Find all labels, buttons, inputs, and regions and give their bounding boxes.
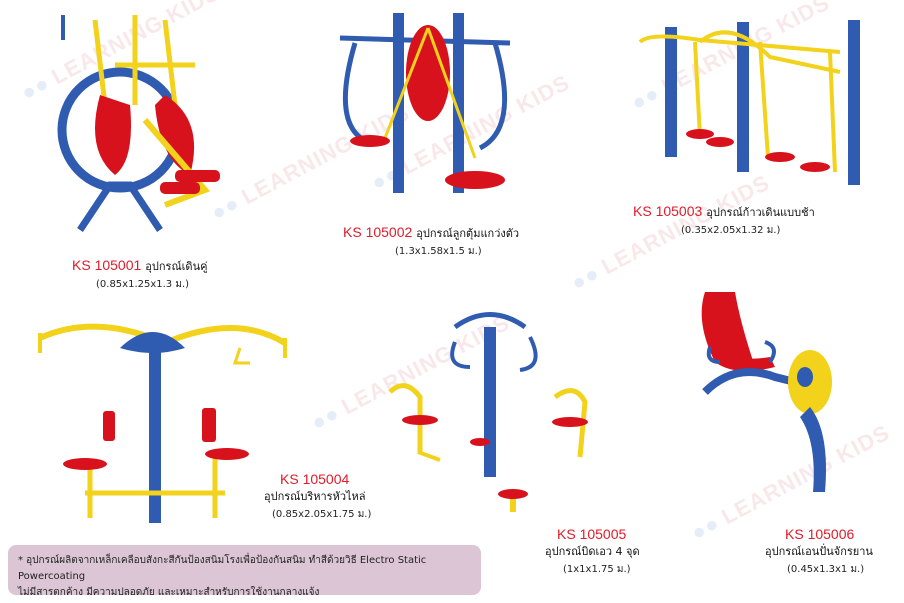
- product-size: (1x1x1.75 ม.): [563, 564, 631, 575]
- material-note: * อุปกรณ์ผลิตจากเหล็กเคลือบสังกะสีกันป้อ…: [8, 545, 481, 598]
- product-code: KS 105002: [343, 224, 413, 240]
- product-name: อุปกรณ์บริหารหัวไหล่: [264, 490, 366, 503]
- pendulum-swing-image: [339, 13, 511, 193]
- product-name: อุปกรณ์บิดเอว 4 จุด: [545, 545, 640, 558]
- product-code: KS 105001: [72, 257, 142, 273]
- recumbent-cycle-image: [701, 292, 832, 492]
- double-walker-image: [57, 15, 220, 232]
- waist-twister-image: [388, 312, 588, 512]
- product-name: อุปกรณ์ลูกตุ้มแกว่งตัว: [416, 227, 520, 240]
- product-size: (1.3x1.58x1.5 ม.): [395, 246, 482, 257]
- slow-walker-image: [638, 20, 860, 185]
- product-name: อุปกรณ์ก้าวเดินแบบช้า: [706, 206, 815, 219]
- caption-ks105006: KS 105006 อุปกรณ์เอนปั่นจักรยาน (0.45x1.…: [765, 526, 873, 577]
- note-line-2: ไม่มีสารตกค้าง มีความปลอดภัย และเหมาะสำห…: [18, 587, 320, 598]
- product-size: (0.45x1.3x1 ม.): [787, 564, 865, 575]
- product-code: KS 105005: [557, 526, 627, 542]
- product-name: อุปกรณ์เดินคู่: [145, 260, 208, 273]
- product-size: (0.35x2.05x1.32 ม.): [681, 225, 781, 236]
- caption-ks105004: KS 105004 อุปกรณ์บริหารหัวไหล่ (0.85x2.0…: [264, 471, 371, 522]
- note-line-1: * อุปกรณ์ผลิตจากเหล็กเคลือบสังกะสีกันป้อ…: [18, 555, 427, 582]
- product-code: KS 105004: [280, 471, 350, 487]
- product-size: (0.85x1.25x1.3 ม.): [96, 279, 190, 290]
- shoulder-exerciser-image: [38, 323, 287, 523]
- caption-ks105005: KS 105005 อุปกรณ์บิดเอว 4 จุด (1x1x1.75 …: [545, 526, 640, 577]
- product-code: KS 105006: [785, 526, 855, 542]
- product-size: (0.85x2.05x1.75 ม.): [272, 509, 372, 520]
- product-code: KS 105003: [633, 203, 703, 219]
- product-name: อุปกรณ์เอนปั่นจักรยาน: [765, 545, 873, 558]
